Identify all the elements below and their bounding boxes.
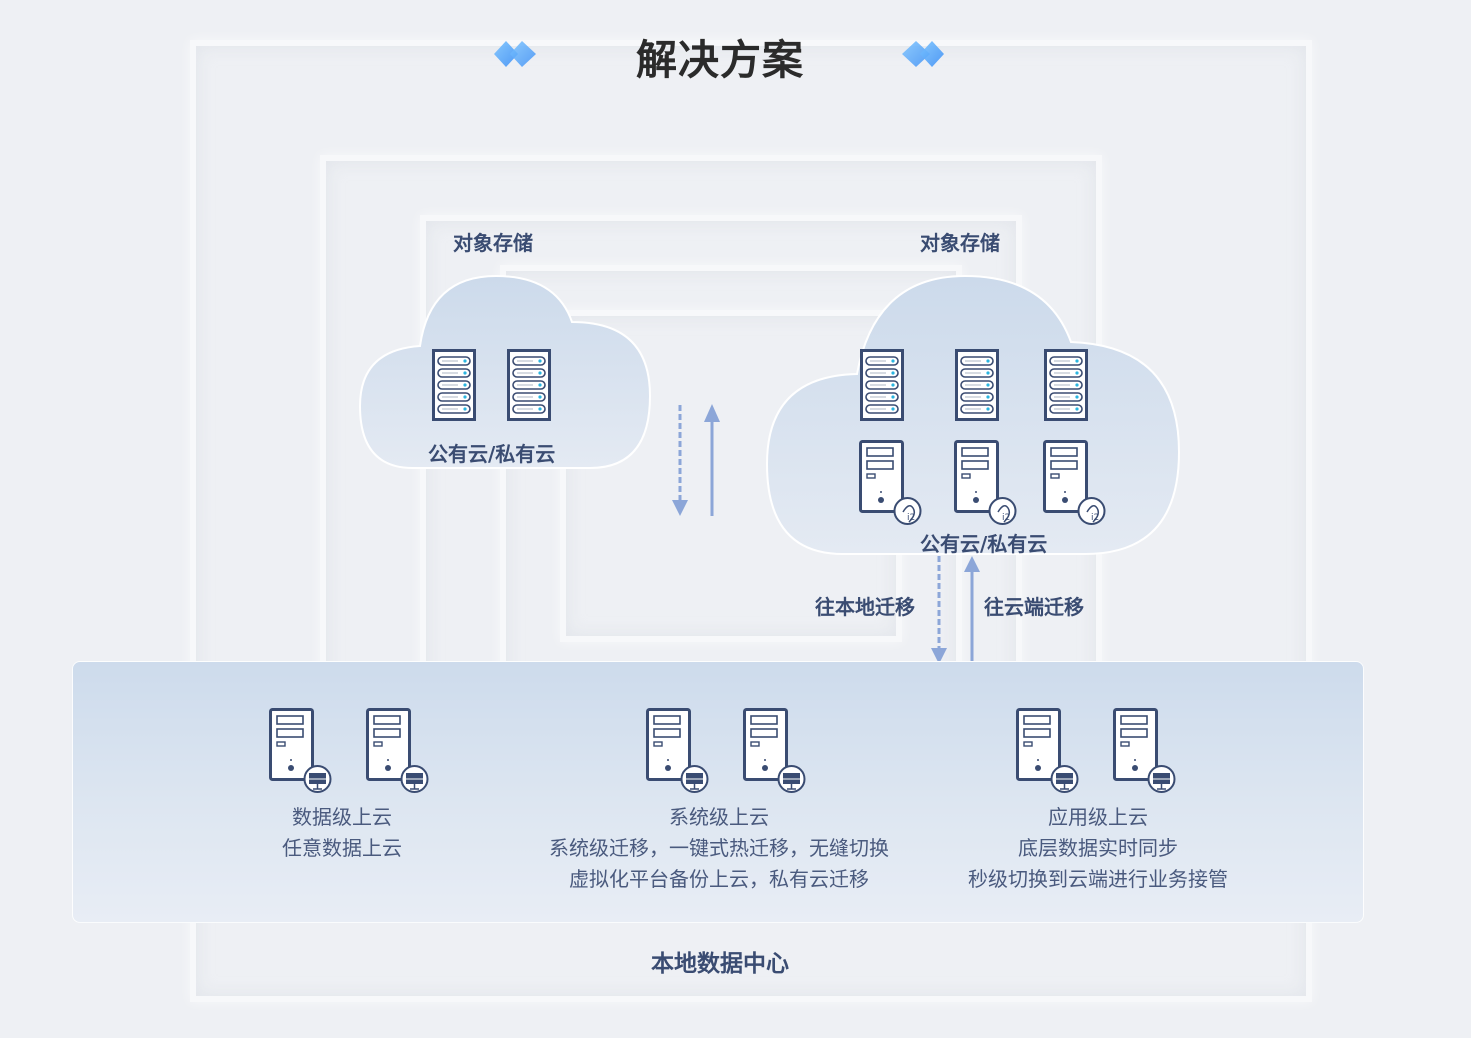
- to-cloud-label: 往云端迁移: [984, 595, 1084, 619]
- diamond-left-icon: [494, 41, 536, 67]
- svg-text:i2: i2: [907, 513, 915, 523]
- dc-column-data-level: 数据级上云 任意数据上云: [192, 802, 492, 864]
- rack-server-icon: [507, 349, 551, 421]
- to-local-label: 往本地迁移: [815, 595, 915, 619]
- svg-text:i2: i2: [1091, 513, 1099, 523]
- page-title: 解决方案: [636, 36, 804, 84]
- diamond-right-icon: [902, 41, 944, 67]
- rack-server-icon: [432, 349, 476, 421]
- local-datacenter-panel: [72, 661, 1364, 923]
- rack-server-icon: [860, 349, 904, 421]
- tower-server-icon: [1016, 708, 1079, 793]
- migration-arrows: [931, 556, 980, 666]
- tower-server-icon: [366, 708, 429, 793]
- rack-server-icon: [1044, 349, 1088, 421]
- dc-column-line: 任意数据上云: [282, 836, 402, 860]
- dc-column-system-level: 系统级上云 系统级迁移，一键式热迁移，无缝切换 虚拟化平台备份上云，私有云迁移: [519, 802, 919, 895]
- tower-server-icon: i2: [1043, 440, 1106, 525]
- dc-column-line: 底层数据实时同步: [1018, 836, 1178, 860]
- left-cloud-label: 公有云/私有云: [428, 442, 556, 466]
- tower-server-icon: i2: [954, 440, 1017, 525]
- svg-text:i2: i2: [1002, 513, 1010, 523]
- right-storage-label: 对象存储: [920, 231, 1000, 255]
- dc-column-title: 系统级上云: [669, 805, 769, 829]
- rack-server-icon: [955, 349, 999, 421]
- dc-column-line: 秒级切换到云端进行业务接管: [968, 867, 1228, 891]
- dc-column-title: 数据级上云: [292, 805, 392, 829]
- dc-column-line: 虚拟化平台备份上云，私有云迁移: [569, 867, 869, 891]
- tower-server-icon: [1113, 708, 1176, 793]
- middle-sync-arrows: [672, 404, 720, 516]
- datacenter-title: 本地数据中心: [651, 951, 789, 977]
- right-cloud-label: 公有云/私有云: [920, 532, 1048, 556]
- tower-server-icon: [646, 708, 709, 793]
- dc-column-title: 应用级上云: [1048, 805, 1148, 829]
- tower-server-icon: [743, 708, 806, 793]
- dc-column-line: 系统级迁移，一键式热迁移，无缝切换: [549, 836, 889, 860]
- tower-server-icon: i2: [859, 440, 922, 525]
- dc-column-app-level: 应用级上云 底层数据实时同步 秒级切换到云端进行业务接管: [948, 802, 1248, 895]
- left-storage-label: 对象存储: [453, 231, 533, 255]
- tower-server-icon: [269, 708, 332, 793]
